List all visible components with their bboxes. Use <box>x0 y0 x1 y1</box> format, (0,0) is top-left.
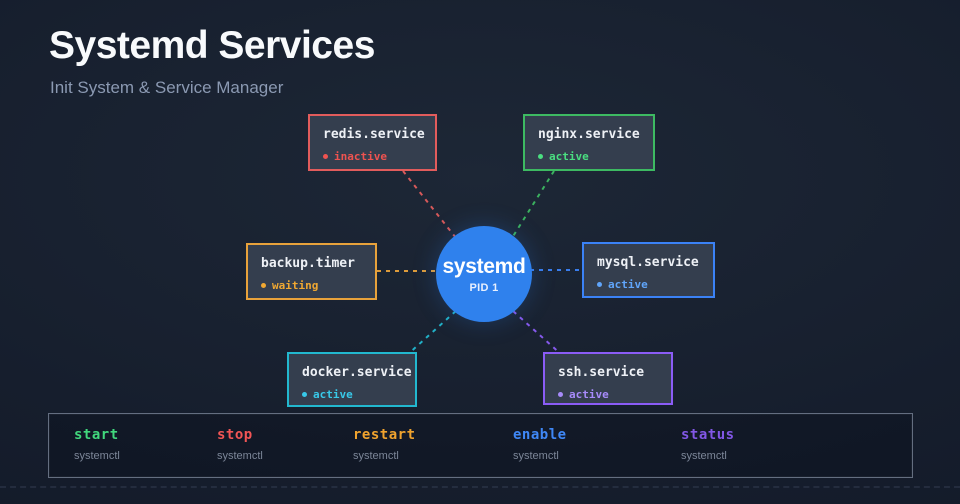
command-sub: systemctl <box>217 450 263 462</box>
service-name: redis.service <box>323 127 425 142</box>
systemd-label: systemd <box>442 254 526 278</box>
service-status: active <box>302 388 402 401</box>
command-label: stop <box>217 427 253 443</box>
systemd-circle: systemd PID 1 <box>436 226 532 322</box>
page-subtitle: Init System & Service Manager <box>50 78 284 97</box>
connector-nginx-line <box>511 170 555 239</box>
command-sub: systemctl <box>681 450 727 462</box>
pid-label: PID 1 <box>469 281 499 294</box>
service-status: active <box>558 388 658 401</box>
service-box-nginx: nginx.service active <box>523 114 655 171</box>
service-status: waiting <box>261 279 362 292</box>
bottom-dashed-divider <box>0 486 960 488</box>
service-name: nginx.service <box>538 127 640 142</box>
command-start: start systemctl <box>74 427 120 462</box>
connector-docker-line <box>405 309 458 357</box>
command-label: status <box>681 427 735 443</box>
status-dot-icon <box>302 392 307 397</box>
service-name: ssh.service <box>558 365 645 380</box>
command-bar: start systemctl stop systemctl restart s… <box>48 413 913 478</box>
service-name: backup.timer <box>261 256 355 271</box>
connector-ssh-line <box>512 310 564 357</box>
service-box-redis: redis.service inactive <box>308 114 437 171</box>
service-status: inactive <box>323 150 422 163</box>
command-status: status systemctl <box>681 427 735 462</box>
service-name: docker.service <box>302 365 412 380</box>
service-name: mysql.service <box>597 255 699 270</box>
command-sub: systemctl <box>513 450 559 462</box>
status-text: active <box>313 388 353 401</box>
connector-redis-line <box>402 170 457 239</box>
command-sub: systemctl <box>353 450 399 462</box>
command-stop: stop systemctl <box>217 427 263 462</box>
status-text: active <box>549 150 589 163</box>
status-dot-icon <box>538 154 543 159</box>
command-enable: enable systemctl <box>513 427 567 462</box>
service-box-ssh: ssh.service active <box>543 352 673 405</box>
service-status: active <box>538 150 640 163</box>
service-box-docker: docker.service active <box>287 352 417 407</box>
service-box-mysql: mysql.service active <box>582 242 715 298</box>
status-dot-icon <box>597 282 602 287</box>
status-text: active <box>569 388 609 401</box>
page-title: Systemd Services <box>49 24 375 67</box>
status-dot-icon <box>323 154 328 159</box>
command-label: restart <box>353 427 416 443</box>
command-label: start <box>74 427 119 443</box>
command-sub: systemctl <box>74 450 120 462</box>
status-dot-icon <box>558 392 563 397</box>
status-dot-icon <box>261 283 266 288</box>
command-label: enable <box>513 427 567 443</box>
status-text: active <box>608 278 648 291</box>
service-status: active <box>597 278 700 291</box>
status-text: waiting <box>272 279 319 292</box>
status-text: inactive <box>334 150 387 163</box>
service-box-backup: backup.timer waiting <box>246 243 377 300</box>
command-restart: restart systemctl <box>353 427 416 462</box>
